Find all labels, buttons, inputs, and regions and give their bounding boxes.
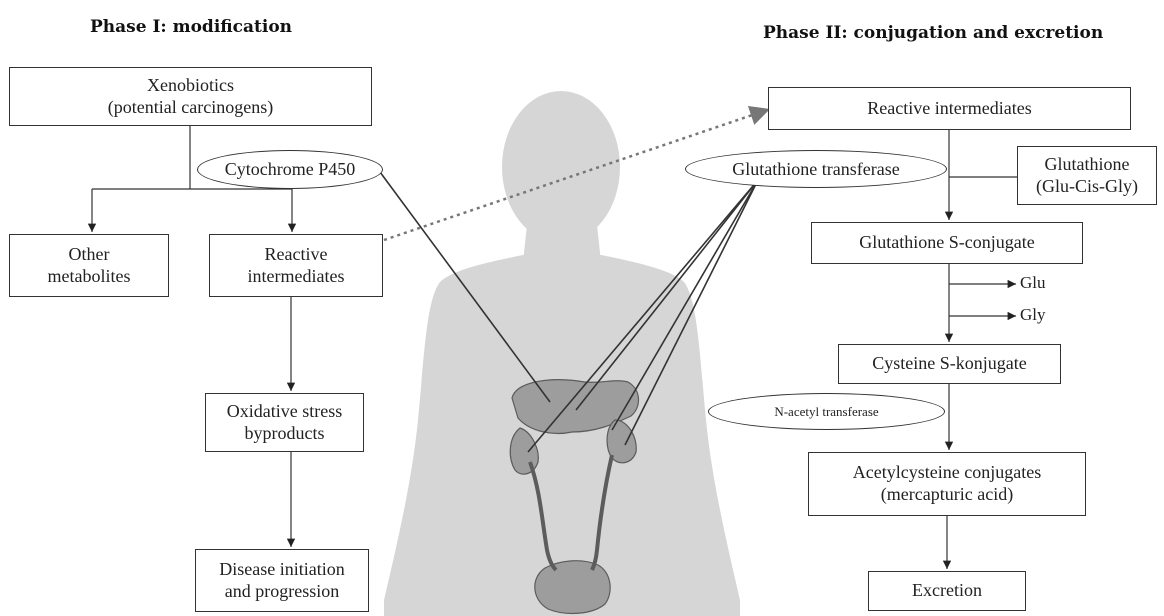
reactive-intermediates-box-phase2: Reactive intermediates [768, 87, 1131, 130]
acetylcysteine-box: Acetylcysteine conjugates (mercapturic a… [808, 452, 1086, 516]
glutathione-line2: (Glu-Cis-Gly) [1036, 176, 1138, 198]
acetylcysteine-line2: (mercapturic acid) [881, 484, 1013, 506]
xenobiotics-box: Xenobiotics (potential carcinogens) [9, 67, 372, 126]
glutathione-transferase-ellipse: Glutathione transferase [685, 150, 947, 188]
cysteine-s-conjugate-label: Cysteine S-konjugate [872, 353, 1026, 375]
reactive-intermediates-phase2-label: Reactive intermediates [867, 98, 1031, 120]
other-metabolites-box: Other metabolites [9, 234, 169, 297]
glutathione-transferase-label: Glutathione transferase [732, 159, 899, 180]
cytochrome-p450-ellipse: Cytochrome P450 [197, 150, 383, 189]
cytochrome-p450-label: Cytochrome P450 [225, 159, 356, 180]
gly-label: Gly [1020, 305, 1046, 325]
n-acetyl-transferase-label: N-acetyl transferase [774, 404, 878, 420]
disease-line1: Disease initiation [219, 559, 344, 581]
reactive-intermediates-box-phase1: Reactive intermediates [209, 234, 383, 297]
other-metabolites-line2: metabolites [48, 266, 131, 288]
phase1-connectors [92, 126, 292, 547]
glu-label: Glu [1020, 273, 1046, 293]
glutathione-line1: Glutathione [1045, 154, 1130, 176]
excretion-box: Excretion [868, 571, 1026, 611]
oxidative-stress-line2: byproducts [245, 423, 325, 445]
other-metabolites-line1: Other [69, 244, 110, 266]
phase1-header: Phase I: modification [90, 17, 292, 37]
phase2-header: Phase II: conjugation and excretion [763, 23, 1103, 43]
glutathione-s-conjugate-label: Glutathione S-conjugate [859, 232, 1034, 254]
cysteine-s-conjugate-box: Cysteine S-konjugate [838, 344, 1061, 384]
xenobiotics-sublabel: (potential carcinogens) [108, 97, 273, 119]
glutathione-s-conjugate-box: Glutathione S-conjugate [811, 222, 1083, 264]
oxidative-stress-box: Oxidative stress byproducts [205, 393, 364, 452]
reactive-intermediates-line2: intermediates [248, 266, 345, 288]
bladder [535, 561, 610, 614]
reactive-intermediates-line1: Reactive [265, 244, 328, 266]
acetylcysteine-line1: Acetylcysteine conjugates [853, 462, 1041, 484]
disease-line2: and progression [225, 581, 339, 603]
excretion-label: Excretion [912, 580, 982, 602]
glutathione-box: Glutathione (Glu-Cis-Gly) [1017, 146, 1157, 205]
xenobiotics-label: Xenobiotics [147, 75, 234, 97]
oxidative-stress-line1: Oxidative stress [227, 401, 342, 423]
disease-box: Disease initiation and progression [195, 549, 369, 612]
n-acetyl-transferase-ellipse: N-acetyl transferase [708, 393, 945, 430]
